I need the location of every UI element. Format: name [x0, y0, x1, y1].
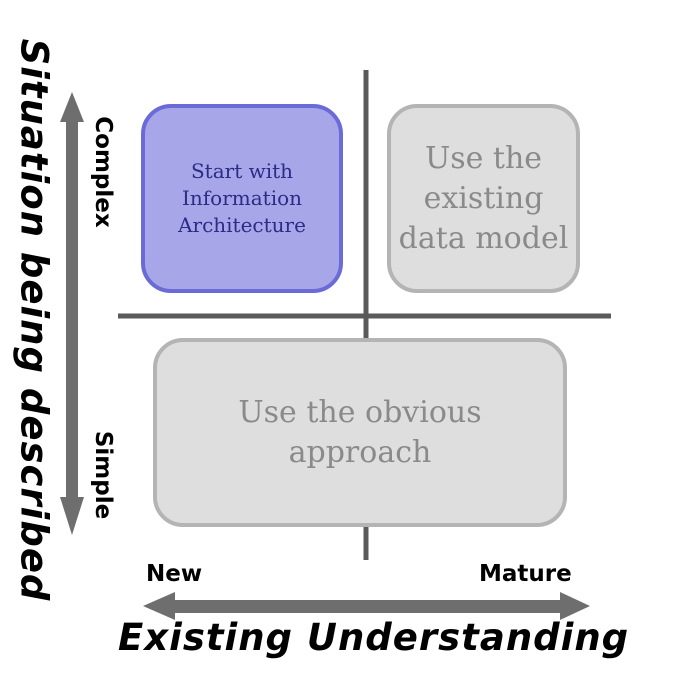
y-axis-title: Situation being described: [12, 38, 56, 602]
x-axis-left-label: New: [146, 561, 203, 587]
x-axis-title: Existing Understanding: [118, 616, 630, 659]
quadrant-complex-mature-label: Use the existing data model: [398, 140, 569, 256]
quadrant-complex-new: Start with Information Architecture: [141, 104, 343, 293]
quadrant-simple: Use the obvious approach: [153, 338, 567, 527]
quadrant-complex-new-label: Start with Information Architecture: [178, 159, 306, 237]
y-axis-bottom-label: Simple: [90, 430, 116, 520]
quadrant-complex-mature: Use the existing data model: [387, 104, 580, 293]
vertical-axis-arrow: [60, 92, 84, 535]
horizontal-axis-arrow: [143, 592, 590, 620]
x-axis-right-label: Mature: [479, 561, 572, 587]
quadrant-simple-label: Use the obvious approach: [238, 394, 482, 470]
y-axis-top-label: Complex: [90, 116, 116, 228]
